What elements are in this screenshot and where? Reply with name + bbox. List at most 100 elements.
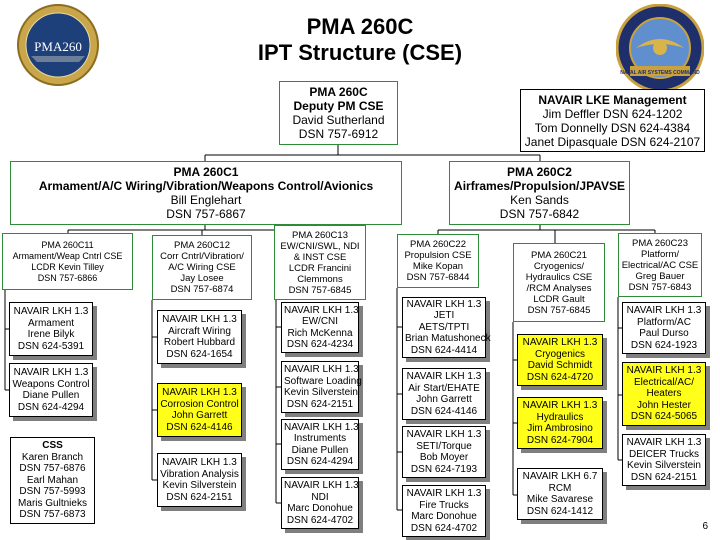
box-line: Marc Donohue <box>287 503 353 514</box>
box-line: John Garrett <box>416 394 472 405</box>
box-line: RCM <box>548 482 572 494</box>
box-line: DSN 757-6843 <box>628 281 692 293</box>
box-line: Janet Dipasquale DSN 624-2107 <box>524 134 701 149</box>
box-line: NDI <box>311 491 329 503</box>
box-line: NAVAIR LKH 1.3 <box>406 298 482 310</box>
lkh-cryogenics-box: NAVAIR LKH 1.3 Cryogenics David Schmidt … <box>517 334 603 386</box>
pma260c1-box: PMA 260C1 Armament/A/C Wiring/Vibration/… <box>10 161 402 225</box>
box-line: Cryogenics <box>534 348 586 360</box>
box-line: NAVAIR LKH 1.3 <box>522 337 598 348</box>
box-line: DSN 624-4234 <box>286 339 354 350</box>
box-line: Brian Matushoneck <box>405 333 491 345</box>
box-line: & INST CSE <box>293 251 347 263</box>
box-line: Hydraulics <box>536 411 584 423</box>
box-line: DSN 624-4414 <box>410 344 478 356</box>
box-line: DSN 757-6845 <box>527 304 591 316</box>
box-line: Rich McKenna <box>287 327 353 339</box>
box-line: Cryogenics/ <box>533 260 585 272</box>
box-line: DSN 757-6874 <box>170 284 234 295</box>
box-line: David Sutherland <box>292 113 385 127</box>
box-line: Diane Pullen <box>291 444 349 456</box>
pma260c21-box: PMA 260C21 Cryogenics/ Hydraulics CSE /R… <box>513 243 605 322</box>
lkh-vibration-analysis-box: NAVAIR LKH 1.3 Vibration Analysis Kevin … <box>157 453 242 507</box>
box-line: PMA 260C1 <box>173 165 239 179</box>
box-line: NAVAIR LKH 1.3 <box>626 305 702 316</box>
box-line: DSN 757-6873 <box>19 509 86 521</box>
box-line: PMA 260C21 <box>531 249 587 261</box>
pma260c-box: PMA 260C Deputy PM CSE David Sutherland … <box>279 81 398 145</box>
box-line: PMA 260C22 <box>410 239 466 250</box>
box-line: Jim Ambrosino <box>527 423 593 434</box>
box-line: NAVAIR LKH 1.3 <box>284 421 359 433</box>
box-line: Ken Sands <box>510 193 569 207</box>
pma260-logo-text: PMA260 <box>34 39 82 54</box>
box-line: Corrosion Control <box>160 398 239 410</box>
box-line: PMA 260C <box>309 85 368 99</box>
box-line: DEICER Trucks <box>628 448 699 460</box>
box-line: DSN 624-4146 <box>410 405 478 417</box>
box-line: Robert Hubbard <box>163 337 236 348</box>
box-line: Fire Trucks <box>419 499 469 511</box>
lkh-electrical-box: NAVAIR LKH 1.3 Electrical/AC/ Heaters Jo… <box>622 362 706 426</box>
box-line: Propulsion CSE <box>404 250 472 261</box>
box-line: Karen Branch <box>21 451 84 463</box>
box-line: DSN 624-5391 <box>17 340 85 352</box>
box-line: DSN 624-4702 <box>286 514 354 526</box>
box-line: Armament/A/C Wiring/Vibration/Weapons Co… <box>38 179 374 193</box>
box-line: NAVAIR LKH 1.3 <box>162 457 237 468</box>
box-line: CSS <box>42 440 63 452</box>
title-line-2: IPT Structure (CSE) <box>257 40 463 65</box>
box-line: NAVAIR LKH 1.3 <box>162 387 237 398</box>
box-line: DSN 624-4294 <box>17 401 85 413</box>
box-line: DSN 624-7193 <box>410 463 478 475</box>
box-line: NAVAIR LKH 6.7 <box>522 471 598 482</box>
box-line: EW/CNI <box>301 316 339 327</box>
lkh-fire-trucks-box: NAVAIR LKH 1.3 Fire Trucks Marc Donohue … <box>402 485 486 537</box>
lkh-ndi-box: NAVAIR LKH 1.3 NDI Marc Donohue DSN 624-… <box>281 477 359 529</box>
pma260c11-box: PMA 260C11 Armament/Weap Cntrl CSE LCDR … <box>2 233 133 290</box>
box-line: NAVAIR LKH 1.3 <box>162 314 237 325</box>
box-line: Mike Kopan <box>412 261 464 272</box>
box-line: Diane Pullen <box>22 390 80 401</box>
box-line: /RCM Analyses <box>526 282 592 294</box>
box-line: Armament/Weap Cntrl CSE <box>12 250 123 261</box>
box-line: David Schmidt <box>527 360 593 371</box>
page-number: 6 <box>702 521 708 532</box>
box-line: NAVAIR LKH 1.3 <box>522 400 598 411</box>
lkh-deicer-trucks-box: NAVAIR LKH 1.3 DEICER Trucks Kevin Silve… <box>622 434 706 486</box>
box-line: John Garrett <box>171 410 228 421</box>
box-line: Earl Mahan <box>26 474 79 486</box>
box-line: Software Loading <box>284 375 362 387</box>
box-line: DSN 757-6842 <box>499 207 580 221</box>
box-line: NAVAIR LKH 1.3 <box>406 429 482 440</box>
lkh-aircraft-wiring-box: NAVAIR LKH 1.3 Aircraft Wiring Robert Hu… <box>157 310 242 364</box>
box-line: Instruments <box>293 433 347 444</box>
box-line: Greg Bauer <box>635 270 685 282</box>
box-line: DSN 624-2151 <box>286 398 354 410</box>
box-line: PMA 260C2 <box>507 165 572 179</box>
box-line: Kevin Silverstein <box>284 387 358 398</box>
box-line: DSN 757-6844 <box>406 272 470 283</box>
lkh-corrosion-control-box: NAVAIR LKH 1.3 Corrosion Control John Ga… <box>157 383 242 437</box>
box-line: John Hester <box>637 399 691 411</box>
box-line: DSN 624-1412 <box>526 505 594 517</box>
box-line: NAVAIR LKH 1.3 <box>284 364 359 375</box>
lkh-hydraulics-box: NAVAIR LKH 1.3 Hydraulics Jim Ambrosino … <box>517 397 603 449</box>
lkh-software-loading-box: NAVAIR LKH 1.3 Software Loading Kevin Si… <box>281 361 362 413</box>
box-line: LCDR Gault <box>533 293 585 305</box>
box-line: Air Start/EHATE <box>408 382 480 394</box>
box-line: DSN 624-1923 <box>630 339 698 351</box>
box-line: Irene Bilyk <box>27 329 75 340</box>
box-line: DSN 624-2151 <box>630 471 698 483</box>
page-title: PMA 260C IPT Structure (CSE) <box>0 14 720 66</box>
lkh-air-start-box: NAVAIR LKH 1.3 Air Start/EHATE John Garr… <box>402 368 486 420</box>
box-line: NAVAIR LKH 1.3 <box>284 480 359 491</box>
box-line: Electrical/AC/ <box>633 376 694 388</box>
box-line: DSN 624-4146 <box>166 421 233 433</box>
lkh-armament-box: NAVAIR LKH 1.3 Armament Irene Bilyk DSN … <box>9 302 93 356</box>
box-line: DSN 624-2151 <box>166 491 233 503</box>
box-line: DSN 624-4702 <box>410 522 478 534</box>
box-line: DSN 624-7904 <box>526 434 594 446</box>
box-line: SETI/Torque <box>416 440 472 452</box>
box-line: JETI <box>433 310 455 322</box>
